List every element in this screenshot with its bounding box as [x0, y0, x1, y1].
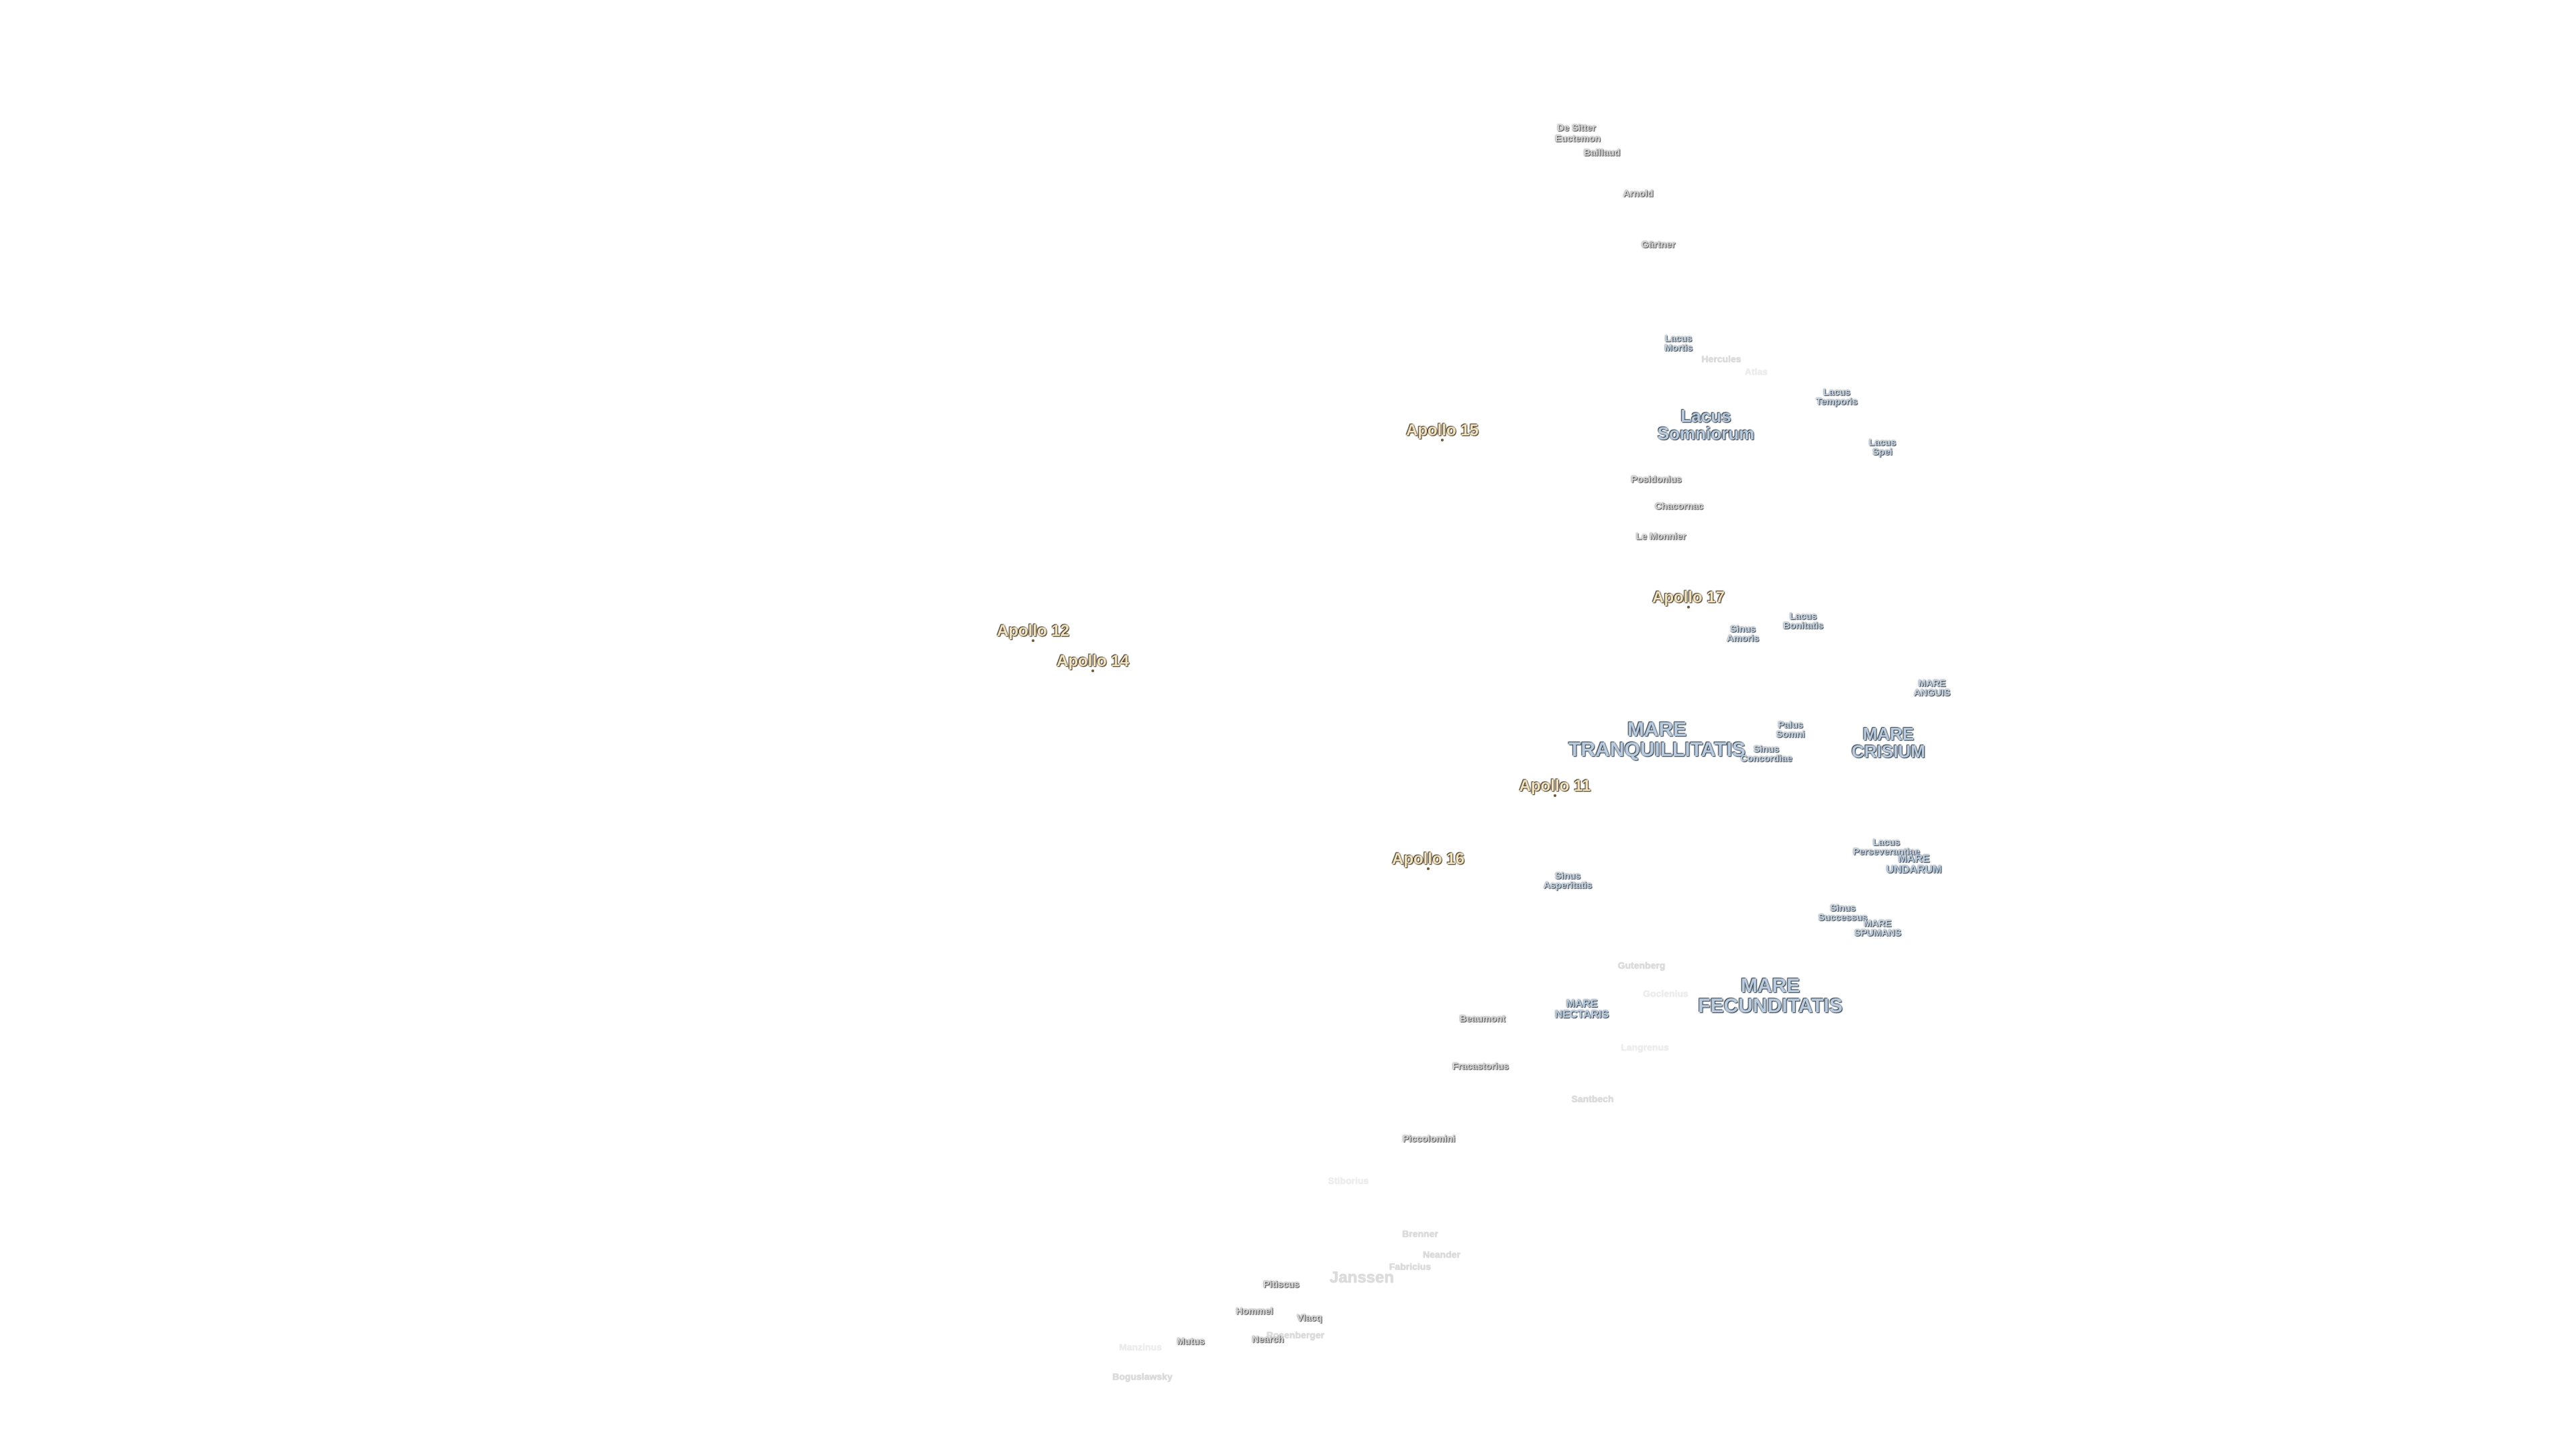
feature-label-atlas: Atlas: [1744, 366, 1768, 377]
feature-label-euctemon: Euctemon: [1555, 133, 1601, 144]
feature-label-lacus-perseverantiae: Lacus Perseverantiae: [1853, 837, 1920, 857]
feature-label-neander: Neander: [1422, 1249, 1461, 1260]
feature-label-mutus: Mutus: [1177, 1336, 1205, 1346]
feature-label-piccolomini: Piccolomini: [1402, 1133, 1456, 1144]
feature-label-nearch: Nearch: [1252, 1334, 1284, 1344]
feature-label-gutenberg: Gutenberg: [1617, 960, 1666, 971]
feature-label-palus-somni: Palus Somni: [1776, 719, 1805, 739]
landing-site-label-apollo-12[interactable]: Apollo 12: [996, 622, 1070, 640]
landing-site-marker-apollo-12[interactable]: [1032, 639, 1034, 642]
landing-site-marker-apollo-15[interactable]: [1441, 439, 1444, 441]
feature-label-sinus-amoris: Sinus Amoris: [1726, 623, 1760, 643]
feature-label-manzinus: Manzinus: [1119, 1342, 1162, 1352]
feature-label-pitiscus: Pitiscus: [1263, 1279, 1299, 1289]
landing-site-label-apollo-14[interactable]: Apollo 14: [1056, 652, 1130, 670]
feature-label-lacus-spei: Lacus Spei: [1868, 437, 1896, 457]
feature-label-fracastorius: Fracastorius: [1452, 1061, 1509, 1071]
feature-label-santbech: Santbech: [1571, 1093, 1614, 1104]
landing-site-label-apollo-17[interactable]: Apollo 17: [1652, 588, 1725, 606]
feature-label-le-monnier: Le Monnier: [1635, 531, 1686, 541]
feature-label-goclenius: Goclenius: [1643, 988, 1688, 999]
feature-label-lacus-temporis: Lacus Temporis: [1816, 386, 1858, 407]
feature-label-stiborius: Stiborius: [1328, 1175, 1369, 1186]
feature-label-sinus-asperitatis: Sinus Asperitatis: [1543, 870, 1593, 890]
feature-label-sinus-successus: Sinus Successus: [1818, 902, 1868, 922]
feature-label-rosenberger: Rosenberger: [1266, 1330, 1325, 1340]
feature-label-sinus-concordiae: Sinus Concordiae: [1740, 743, 1792, 763]
landing-site-marker-apollo-14[interactable]: [1091, 669, 1094, 672]
feature-label-hercules: Hercules: [1701, 354, 1741, 364]
feature-label-baillaud: Baillaud: [1583, 147, 1621, 158]
feature-label-lacus-mortis: Lacus Mortis: [1664, 333, 1693, 353]
feature-label-mare-crisium: MARE CRISIUM: [1851, 724, 1925, 761]
feature-label-gartner: Gärtner: [1641, 239, 1676, 250]
feature-label-mare-undarum: MARE UNDARUM: [1886, 853, 1942, 875]
landing-site-marker-apollo-11[interactable]: [1554, 794, 1556, 797]
feature-label-arnold: Arnold: [1623, 188, 1654, 199]
feature-label-mare-fecunditatis: MARE FECUNDITATIS: [1698, 975, 1843, 1017]
feature-label-boguslawsky: Boguslawsky: [1112, 1371, 1173, 1382]
feature-label-lacus-bonitatis: Lacus Bonitatis: [1783, 610, 1823, 631]
landing-site-marker-apollo-16[interactable]: [1427, 867, 1430, 870]
feature-label-brenner: Brenner: [1402, 1228, 1438, 1239]
feature-label-janssen: Janssen: [1329, 1269, 1395, 1287]
feature-label-lacus-somniorum: Lacus Somniorum: [1657, 406, 1755, 443]
feature-label-beaumont: Beaumont: [1459, 1013, 1506, 1024]
feature-label-posidonius: Posidonius: [1631, 474, 1682, 484]
feature-label-mare-spumans: MARE SPUMANS: [1854, 918, 1902, 938]
landing-site-label-apollo-15[interactable]: Apollo 15: [1405, 421, 1479, 439]
landing-site-marker-apollo-17[interactable]: [1687, 606, 1690, 608]
feature-label-hommel: Hommel: [1236, 1305, 1273, 1316]
feature-label-de-sitter: De Sitter: [1557, 122, 1596, 133]
landing-site-label-apollo-11[interactable]: Apollo 11: [1519, 777, 1591, 795]
feature-label-langrenus: Langrenus: [1621, 1042, 1669, 1053]
landing-site-label-apollo-16[interactable]: Apollo 16: [1391, 850, 1465, 868]
feature-label-vlacq: Vlacq: [1297, 1312, 1322, 1323]
feature-label-mare-tranquillitatis: MARE TRANQUILLITATIS: [1568, 718, 1746, 761]
feature-label-mare-nectaris: MARE NECTARIS: [1554, 998, 1609, 1020]
feature-label-fabricius: Fabricius: [1389, 1261, 1432, 1272]
feature-label-mare-anguis: MARE ANGUIS: [1913, 678, 1951, 698]
feature-label-chacornac: Chacornac: [1654, 500, 1704, 511]
